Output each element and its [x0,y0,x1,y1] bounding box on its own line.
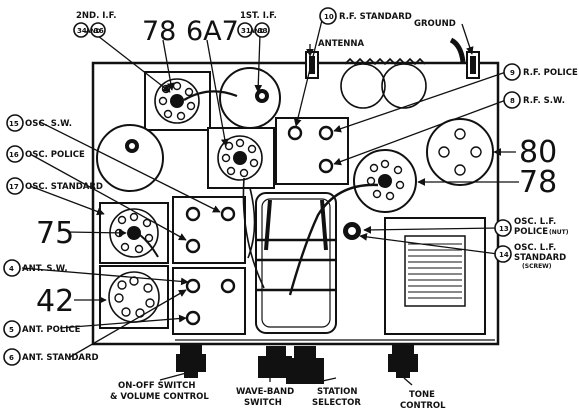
tube-75: 75 [36,216,74,251]
rf-block [275,117,349,185]
socket-6a7 [207,127,275,189]
label-waveband-2: SWITCH [244,398,282,408]
label-ground: GROUND [414,19,456,29]
label-ant-standard: ANT. STANDARD [22,353,99,363]
label-if2: 2ND. I.F. [76,11,116,21]
rf-police-num: 9 [510,69,515,77]
label-waveband-1: WAVE-BAND [236,387,294,397]
socket-78-right [353,149,417,213]
osc-lf-controls [343,222,361,240]
socket-80 [426,118,494,186]
label-tone-1: TONE [409,390,435,400]
speaker-block [384,217,486,335]
rf-standard-num: 10 [324,13,334,21]
if1-num-and: AND [250,28,265,35]
osc-block [172,196,246,264]
label-station-2: SELECTOR [312,398,361,408]
rf-sw-num: 8 [510,97,515,105]
if1-num-a: 31 [241,27,251,35]
if2-num-b: 36 [94,27,104,35]
label-rf-standard: R.F. STANDARD [339,12,412,22]
if2-num-and: AND [86,28,101,35]
label-station-1: STATION [317,387,357,397]
label-antenna: ANTENNA [318,39,365,49]
osc-police-num: 16 [9,151,19,159]
label-ant-police: ANT. POLICE [22,325,81,335]
knob-station[interactable] [286,346,324,384]
callout-circles [3,7,521,366]
label-osc-sw: OSC. S.W. [25,119,72,129]
tube-78-top: 78 [142,16,176,47]
label-osc-standard: OSC. STANDARD [25,182,103,192]
label-osc-police: OSC. POLICE [25,150,85,160]
label-tone-2: CONTROL [400,401,446,411]
label-rf-sw: R.F. S.W. [523,96,565,106]
ant-sw-num: 4 [9,265,14,273]
label-osc-lf-standard-1: OSC. L.F. [514,243,556,253]
label-ant-sw: ANT. S.W. [22,264,68,274]
tube-6a7: 6A7 [186,16,239,47]
label-osc-lf-police-1: OSC. L.F. [514,217,556,227]
leader-lines [21,19,519,386]
ant-police-num: 5 [9,326,14,334]
osc-lf-standard-num: 14 [499,251,509,259]
antenna-terminal [305,51,319,79]
tube-42: 42 [36,284,74,319]
label-onoff-1: ON-OFF SWITCH [118,381,195,391]
knob-tone[interactable] [388,344,418,378]
ant-block [172,267,246,335]
label-osc-lf-standard-2: STANDARD [514,253,566,263]
knob-waveband[interactable] [258,346,292,378]
label-onoff-2: & VOLUME CONTROL [110,392,209,402]
osc-sw-can [96,124,164,192]
socket-42 [99,265,169,329]
label-osc-lf-standard-sub: (SCREW) [522,263,552,270]
label-osc-lf-police-sub: (NUT) [549,229,569,236]
osc-standard-num: 17 [9,183,19,191]
osc-sw-num: 15 [9,120,19,128]
label-rf-police: R.F. POLICE [523,68,578,78]
label-osc-lf-police-2: POLICE [514,227,548,237]
tube-80: 80 [519,135,557,170]
if2-num-a: 34 [77,27,87,35]
if1-num-b: 33 [258,27,268,35]
tube-78-right: 78 [519,165,557,200]
ant-standard-num: 6 [9,354,14,362]
waveband-switch-frame [242,177,379,334]
osc-lf-police-num: 13 [499,225,509,233]
knob-volume[interactable] [176,344,206,378]
tuning-condenser-top [340,57,427,109]
label-if1: 1ST. I.F. [240,11,277,21]
